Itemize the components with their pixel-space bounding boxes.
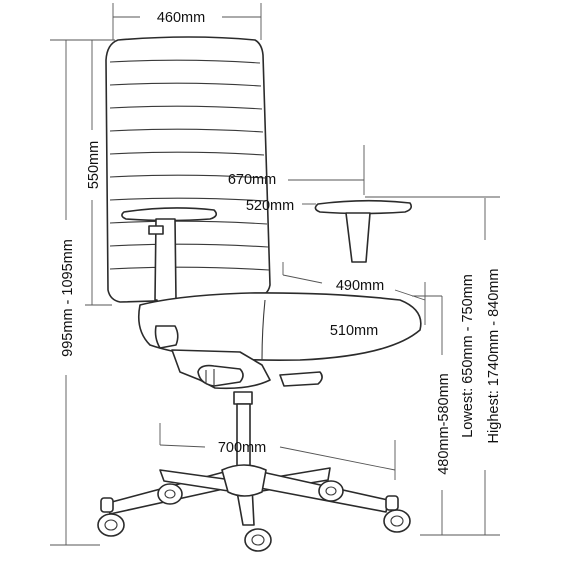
- label-lowest: Lowest: 650mm - 750mm: [460, 274, 476, 438]
- castor-back-right: [318, 480, 344, 502]
- label-highest: Highest: 1740mm - 840mm: [486, 269, 502, 444]
- label-armrest-inner: 520mm: [246, 198, 294, 214]
- castors: [97, 480, 411, 552]
- label-seat-height: 480mm-580mm: [436, 373, 452, 475]
- chair-seat: [137, 292, 422, 361]
- label-back-width: 460mm: [157, 10, 205, 26]
- castor-back-left: [157, 483, 183, 505]
- star-base: [107, 464, 389, 526]
- back-ribs: [109, 59, 270, 271]
- seat-mechanism: [171, 349, 323, 390]
- castor-front-left: [97, 497, 125, 537]
- label-base-diameter: 700mm: [218, 440, 266, 456]
- dimension-labels: 460mm 550mm 995mm - 1095mm 670mm 520mm 4…: [60, 10, 502, 475]
- castor-front-center: [244, 528, 272, 552]
- castor-front-right: [383, 495, 411, 533]
- right-armrest: [314, 199, 412, 263]
- label-back-height: 550mm: [86, 141, 102, 189]
- label-seat-depth: 510mm: [330, 323, 378, 339]
- label-overall-height: 995mm - 1095mm: [60, 239, 76, 357]
- chair-back: [105, 36, 271, 303]
- label-armrest-width: 670mm: [228, 172, 276, 188]
- label-seat-depth-upper: 490mm: [336, 278, 384, 294]
- gas-lift: [233, 391, 253, 485]
